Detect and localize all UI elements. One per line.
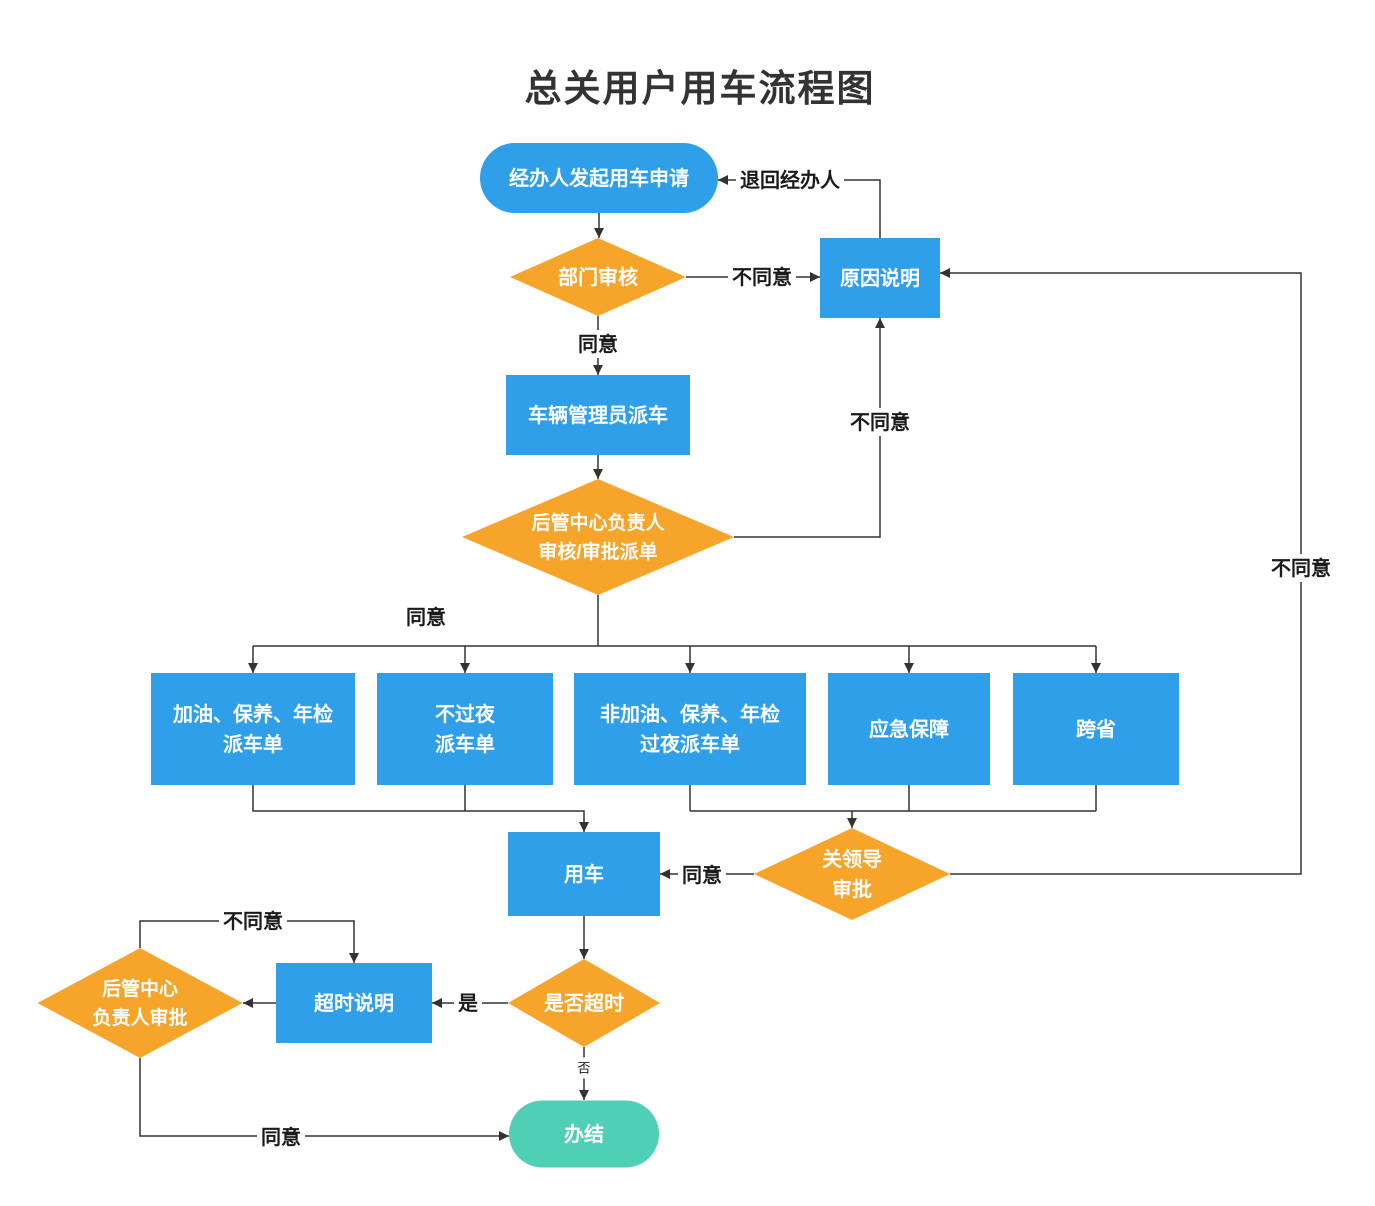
edge-center-to-reason xyxy=(734,318,885,538)
use-car-label: 用车 xyxy=(564,862,604,886)
edge-label: 否 xyxy=(577,1061,590,1076)
node-dept-review[interactable]: 部门审核 xyxy=(510,238,686,316)
node-order-fuel[interactable]: 加油、保养、年检派车单 xyxy=(151,673,355,785)
node-done[interactable]: 办结 xyxy=(509,1100,659,1168)
node-order-night[interactable]: 非加油、保养、年检过夜派车单 xyxy=(574,673,806,785)
node-order-emergency[interactable]: 应急保障 xyxy=(828,673,990,785)
edge-label: 同意 xyxy=(682,863,722,887)
dept-review-label: 部门审核 xyxy=(558,265,638,289)
edge-label: 同意 xyxy=(578,332,618,356)
node-overtime-check[interactable]: 是否超时 xyxy=(508,959,660,1047)
edge-label-bg xyxy=(728,263,796,291)
reason-note-label: 原因说明 xyxy=(840,266,920,290)
diagram-title: 总关用户用车流程图 xyxy=(524,68,876,109)
dispatch-shape[interactable] xyxy=(506,375,690,455)
edge-label-bg xyxy=(574,330,622,358)
edge-label-bg xyxy=(678,861,726,889)
edge-label: 同意 xyxy=(261,1125,301,1149)
node-dispatch[interactable]: 车辆管理员派车 xyxy=(506,375,690,455)
edge-label-bg xyxy=(736,166,844,194)
edge-label-bg xyxy=(257,1123,305,1151)
center-approve-shape[interactable] xyxy=(37,948,243,1058)
edge-label-bg xyxy=(573,1057,595,1079)
done-label: 办结 xyxy=(564,1122,604,1146)
center-review-label: 后管中心负责人审核/审批派单 xyxy=(531,511,665,563)
order-day-shape[interactable] xyxy=(377,673,553,785)
edge-label-bg xyxy=(846,408,914,436)
node-order-province[interactable]: 跨省 xyxy=(1013,673,1179,785)
node-reason-note[interactable]: 原因说明 xyxy=(820,238,940,318)
overtime-note-shape[interactable] xyxy=(276,963,432,1043)
order-province-label: 跨省 xyxy=(1076,718,1116,741)
order-emergency-shape[interactable] xyxy=(828,673,990,785)
node-order-day[interactable]: 不过夜派车单 xyxy=(377,673,553,785)
edge-label-bg xyxy=(402,603,450,631)
edge-label: 不同意 xyxy=(850,410,910,434)
edge-label: 不同意 xyxy=(223,909,283,933)
overtime-check-shape[interactable] xyxy=(508,959,660,1047)
center-review-shape[interactable] xyxy=(462,479,734,595)
order-emergency-label: 应急保障 xyxy=(869,717,949,741)
dispatch-label: 车辆管理员派车 xyxy=(528,403,668,427)
leader-approve-label: 关领导审批 xyxy=(822,847,882,901)
order-night-shape[interactable] xyxy=(574,673,806,785)
dept-review-shape[interactable] xyxy=(510,238,686,316)
order-fuel-label: 加油、保养、年检派车单 xyxy=(172,702,333,756)
order-province-shape[interactable] xyxy=(1013,673,1179,785)
edge-label: 不同意 xyxy=(732,265,792,289)
done-shape[interactable] xyxy=(509,1100,659,1168)
overtime-check-label: 是否超时 xyxy=(543,991,624,1015)
edge-label-bg xyxy=(1267,554,1335,582)
node-use-car[interactable]: 用车 xyxy=(508,832,660,916)
node-center-approve[interactable]: 后管中心负责人审批 xyxy=(37,948,243,1058)
order-fuel-shape[interactable] xyxy=(151,673,355,785)
edge-label-bg xyxy=(219,907,287,935)
start-label: 经办人发起用车申请 xyxy=(509,166,689,190)
edge-approve-to-done xyxy=(139,1058,509,1141)
node-leader-approve[interactable]: 关领导审批 xyxy=(754,828,950,920)
start-shape[interactable] xyxy=(480,143,718,213)
edge-label: 同意 xyxy=(406,605,446,629)
node-overtime-note[interactable]: 超时说明 xyxy=(276,963,432,1043)
order-day-label: 不过夜派车单 xyxy=(435,702,496,756)
edge-label-bg xyxy=(454,989,482,1017)
node-center-review[interactable]: 后管中心负责人审核/审批派单 xyxy=(462,479,734,595)
reason-note-shape[interactable] xyxy=(820,238,940,318)
order-night-label: 非加油、保养、年检过夜派车单 xyxy=(600,702,780,756)
overtime-note-label: 超时说明 xyxy=(313,991,394,1015)
leader-approve-shape[interactable] xyxy=(754,828,950,920)
edge-fuel-to-usecar xyxy=(252,785,589,832)
edge-label: 是 xyxy=(457,992,478,1015)
center-approve-label: 后管中心负责人审批 xyxy=(92,977,187,1029)
use-car-shape[interactable] xyxy=(508,832,660,916)
edge-label: 不同意 xyxy=(1271,556,1331,580)
edge-label: 退回经办人 xyxy=(740,168,841,192)
node-start[interactable]: 经办人发起用车申请 xyxy=(480,143,718,213)
